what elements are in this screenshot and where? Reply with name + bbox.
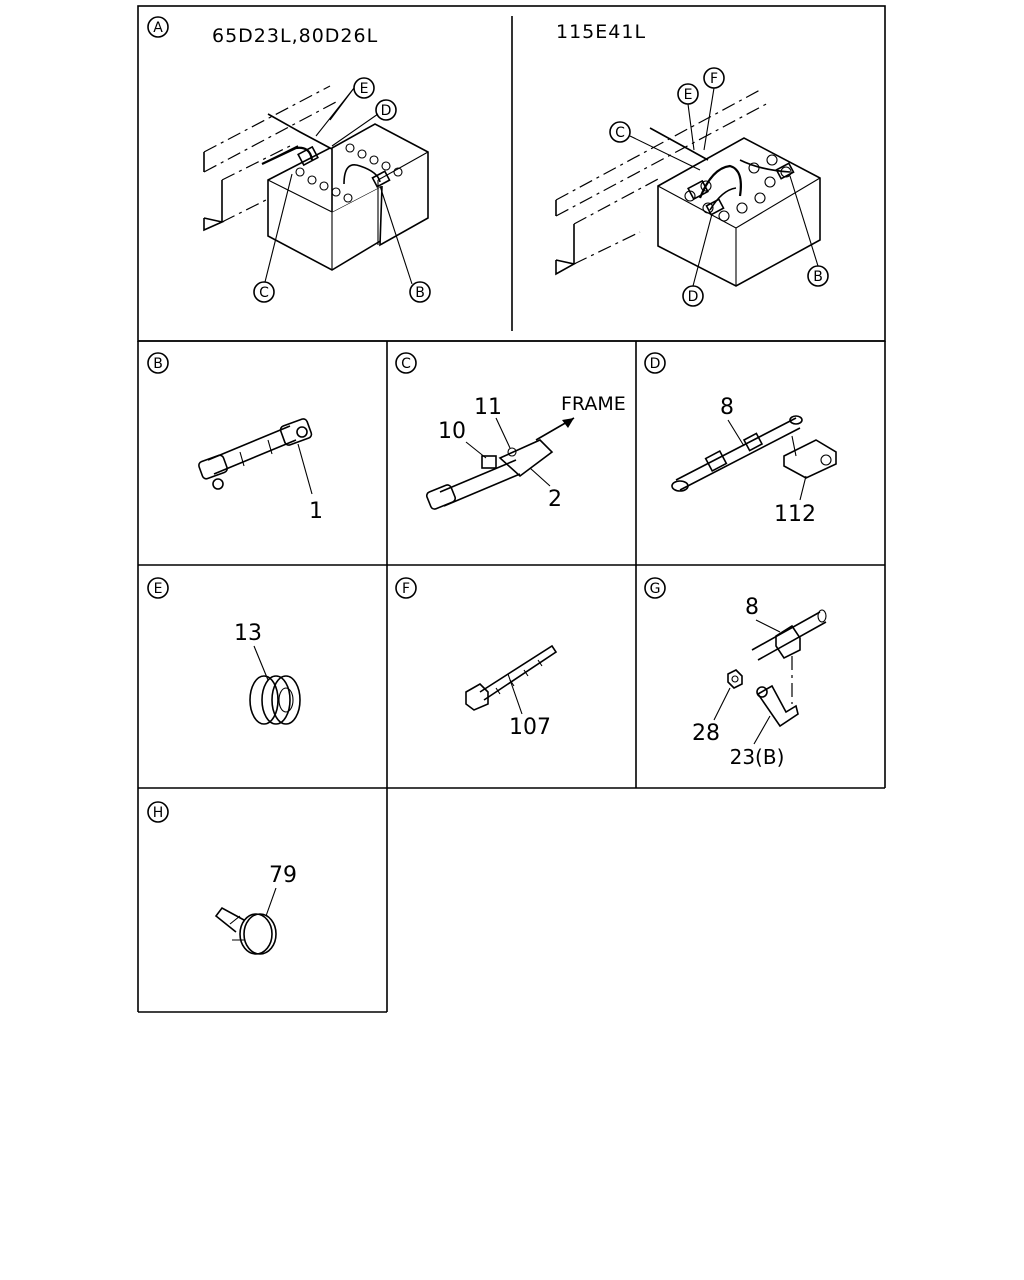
part-number-8: 8 <box>720 395 734 420</box>
panel-letter-f: F <box>402 581 410 597</box>
part-number-1: 1 <box>309 499 323 524</box>
callout-d-left: D <box>381 103 392 119</box>
ground-cable <box>425 439 554 510</box>
battery-cable-short <box>198 418 313 490</box>
panel-c: C FRAME 11 10 2 <box>395 352 626 512</box>
panel-d: D 8 112 <box>644 352 837 527</box>
frame-label: FRAME <box>561 393 626 415</box>
part-number-28: 28 <box>692 721 720 746</box>
panel-b: B 1 <box>147 352 323 524</box>
panel-letter-c: C <box>401 356 411 372</box>
part-number-2: 2 <box>548 487 562 512</box>
battery-assembly-left <box>203 85 429 285</box>
part-number-107: 107 <box>509 715 551 740</box>
panel-letter-b: B <box>153 356 163 372</box>
battery-model-right: 115E41L <box>556 21 646 43</box>
panel-letter-g: G <box>650 581 661 597</box>
panel-grid <box>137 5 886 1013</box>
panel-g: G 8 28 23(B) <box>644 577 827 769</box>
battery-assembly-right <box>555 87 821 287</box>
panel-letter-circle <box>147 16 169 38</box>
panel-e: E 13 <box>147 577 301 725</box>
grommet-ring <box>249 675 301 725</box>
part-number-8: 8 <box>745 595 759 620</box>
battery-model-left: 65D23L,80D26L <box>212 25 378 47</box>
callout-b-left: B <box>415 285 425 301</box>
part-number-11: 11 <box>474 395 502 420</box>
part-number-112: 112 <box>774 502 816 527</box>
panel-letter-h: H <box>153 805 164 821</box>
panel-h: H 79 <box>147 801 297 955</box>
frame-arrow-icon <box>562 418 574 428</box>
part-number-23b: 23(B) <box>730 745 785 769</box>
panel-letter-d: D <box>650 356 661 372</box>
cable-tie <box>465 644 558 711</box>
battery-cable-long <box>671 415 837 492</box>
panel-letter-e: E <box>154 581 163 597</box>
panel-letter-a: A <box>153 20 163 36</box>
callout-f-right: F <box>710 71 718 87</box>
part-number-13: 13 <box>234 621 262 646</box>
callout-c-left: C <box>259 285 269 301</box>
panel-a: A 65D23L,80D26L 115E41L <box>147 16 829 307</box>
callout-c-right: C <box>615 125 625 141</box>
panel-f: F 107 <box>395 577 558 740</box>
hose-clip <box>214 906 277 955</box>
callout-e-right: E <box>684 87 693 103</box>
part-number-10: 10 <box>438 419 466 444</box>
callouts-left: E D C B <box>253 77 431 303</box>
callout-e-left: E <box>360 81 369 97</box>
cable-clamp-assembly <box>727 609 827 728</box>
callout-d-right: D <box>688 289 699 305</box>
part-number-79: 79 <box>269 863 297 888</box>
callouts-right: E F C D B <box>609 67 829 307</box>
callout-b-right: B <box>813 269 823 285</box>
